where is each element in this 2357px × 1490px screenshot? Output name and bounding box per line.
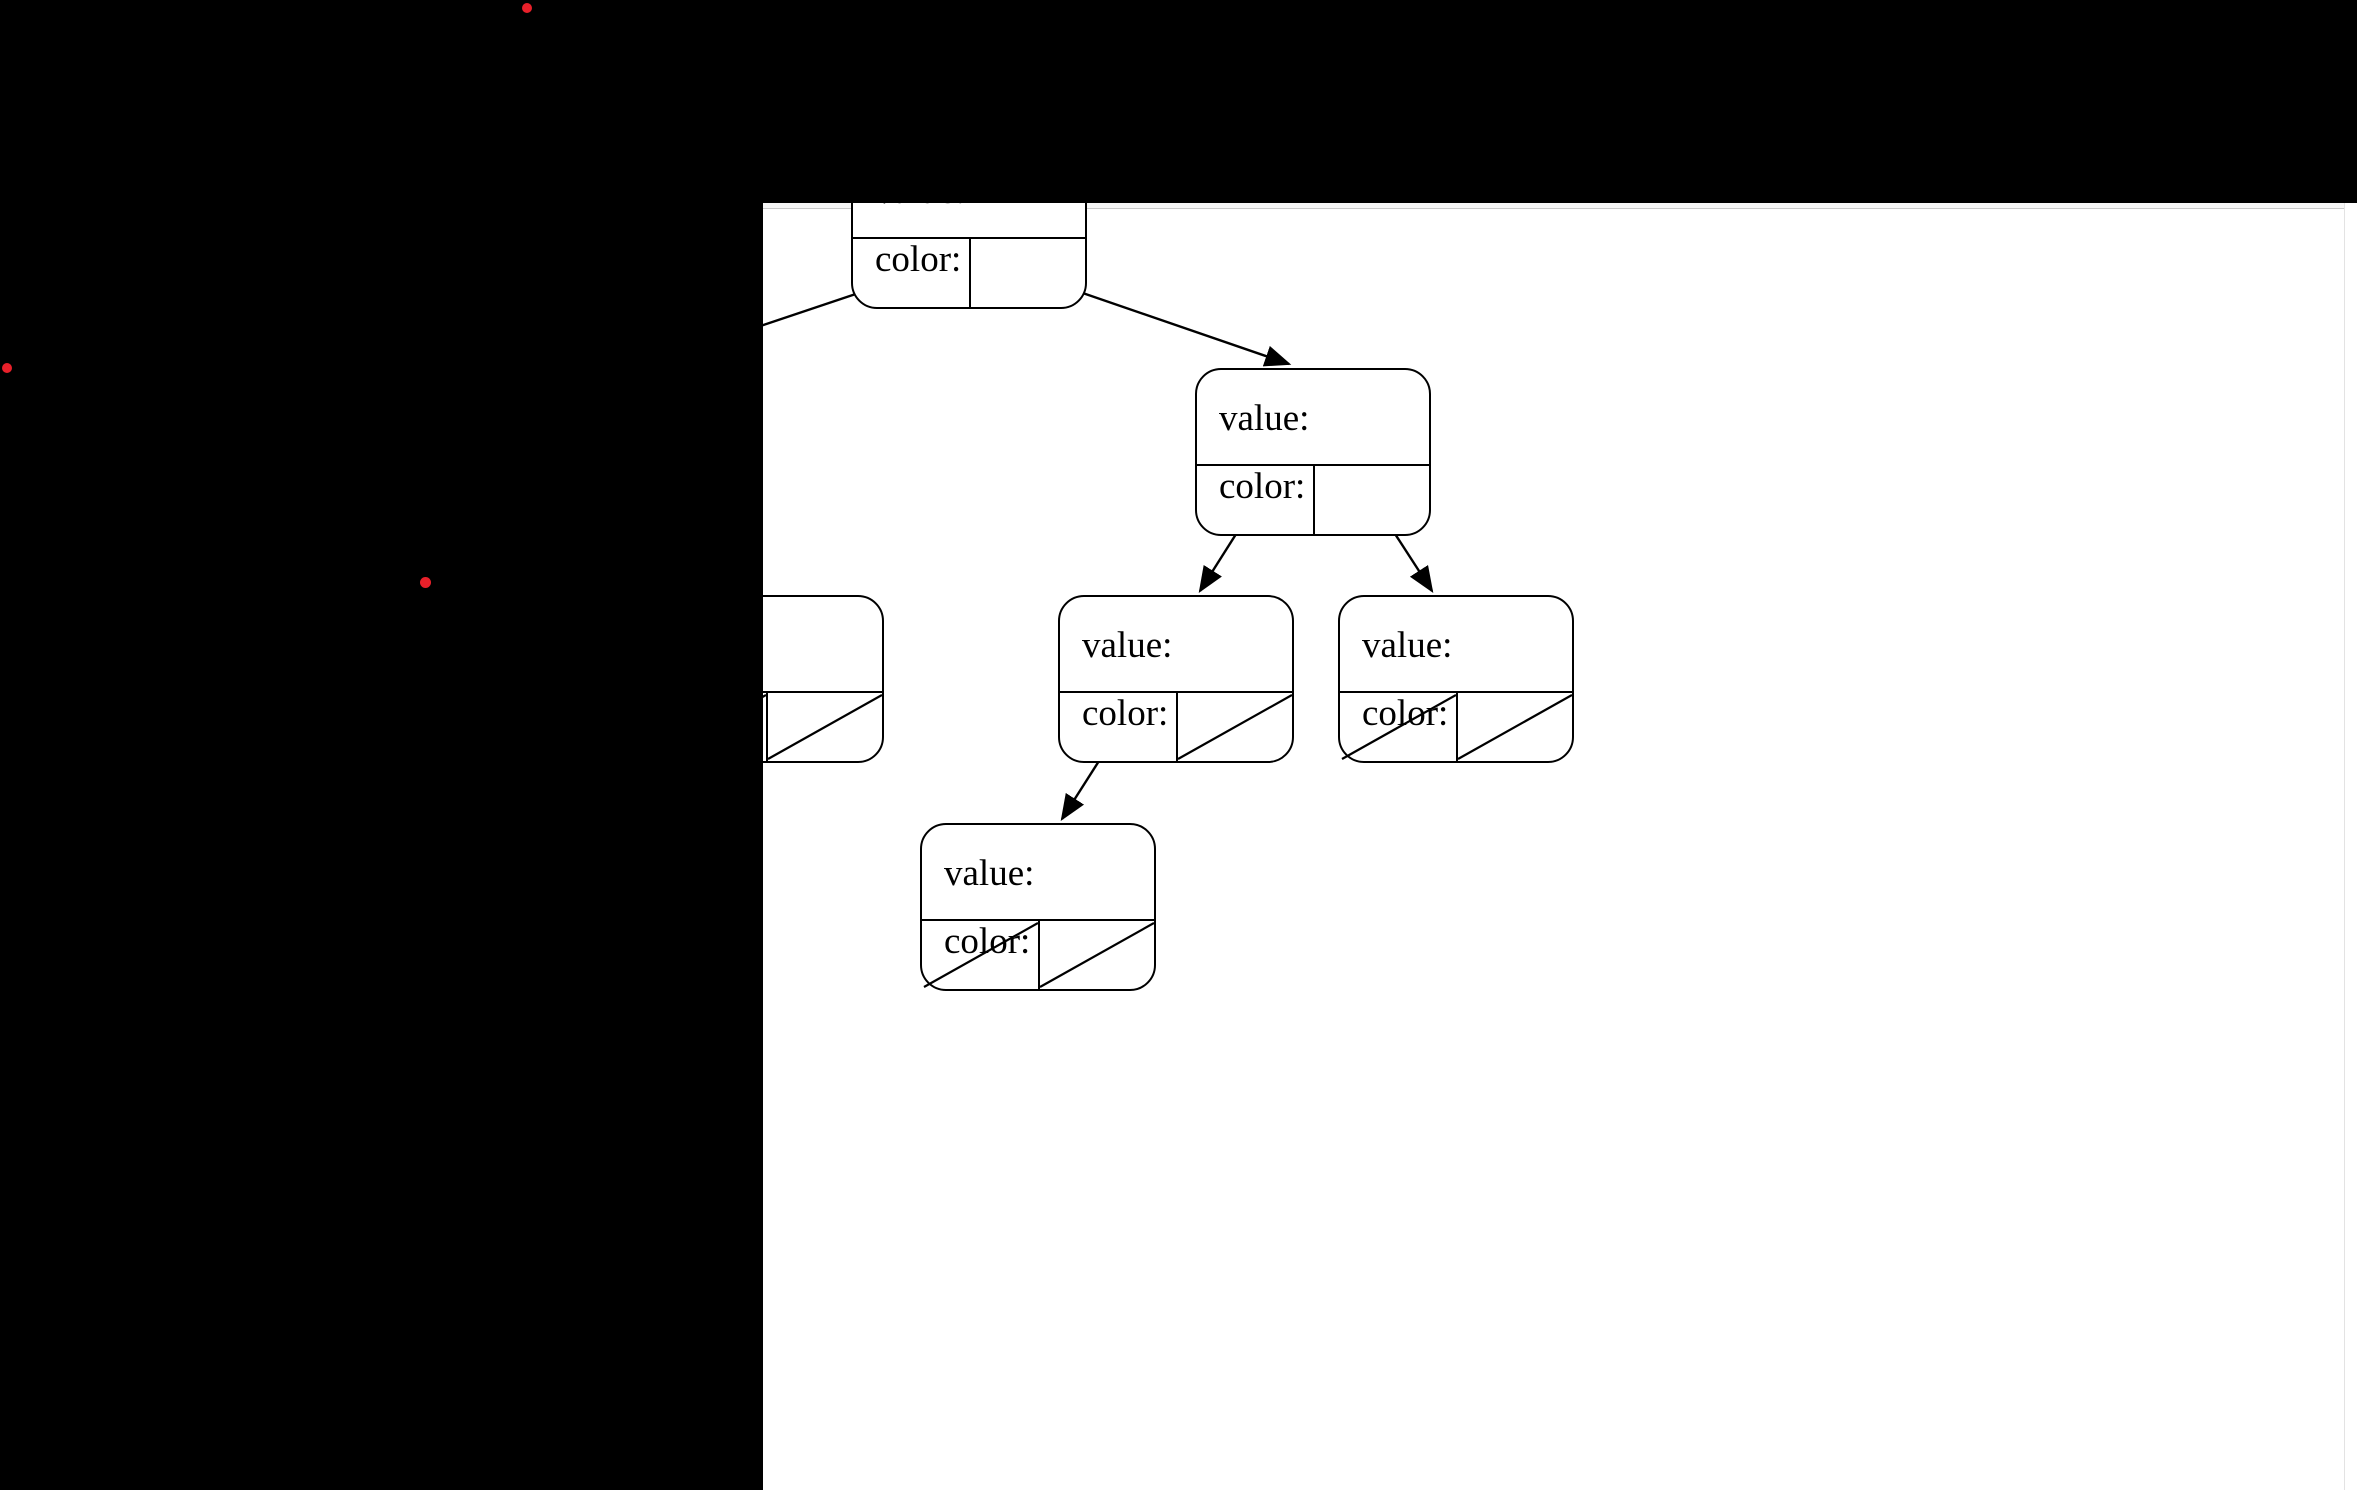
left-pointer-slot[interactable] xyxy=(1197,466,1313,534)
pointer-divider xyxy=(1176,693,1178,761)
node-value-label: value: xyxy=(1219,398,1310,439)
marker-1 xyxy=(522,3,532,13)
node-body: value: color: xyxy=(1197,370,1429,505)
right-pointer-slot[interactable] xyxy=(1313,466,1429,534)
tree-diagram-canvas: value: color: value: color: value: color: valu… xyxy=(763,203,2357,1490)
pointer-divider xyxy=(766,693,768,761)
node-value-label: value: xyxy=(944,853,1035,894)
left-pointer-slot[interactable] xyxy=(922,921,1038,989)
tree-node-right-left[interactable]: value: color: xyxy=(1058,595,1294,763)
diagram-panel: value: color: value: color: value: color: valu… xyxy=(763,203,2357,1490)
right-pointer-slot[interactable] xyxy=(1038,921,1154,989)
nil-slash-icon xyxy=(1457,694,1572,760)
tree-node-left-right[interactable]: value:color: xyxy=(763,595,884,763)
right-pointer-slot[interactable] xyxy=(1456,693,1572,761)
node-color-label: color: xyxy=(944,921,1031,962)
left-pointer-slot[interactable] xyxy=(1060,693,1176,761)
nil-slash-icon xyxy=(767,694,882,760)
pointer-divider xyxy=(969,239,971,307)
tree-node-right-left-left[interactable]: value: color: xyxy=(920,823,1156,991)
node-value-label: value: xyxy=(875,203,965,210)
left-pointer-slot[interactable] xyxy=(853,239,969,307)
marker-2 xyxy=(2,363,12,373)
tree-node-root[interactable]: value: color: xyxy=(851,203,1087,309)
node-color-label: color: xyxy=(1082,693,1169,734)
node-pointer-bar xyxy=(922,919,1154,989)
node-color-label: color: xyxy=(1362,693,1449,734)
left-pointer-slot[interactable] xyxy=(1340,693,1456,761)
node-pointer-bar xyxy=(853,237,1085,307)
node-body: value: color: xyxy=(1340,597,1572,732)
node-pointer-bar xyxy=(1197,464,1429,534)
node-value-label: value: xyxy=(1082,625,1173,666)
node-color-label: color: xyxy=(1219,466,1306,507)
pointer-divider xyxy=(1313,466,1315,534)
node-body: value: color: xyxy=(922,825,1154,960)
node-value-label: value: xyxy=(1362,625,1453,666)
node-body: value: color: xyxy=(1060,597,1292,732)
node-body: value: color: xyxy=(853,203,1085,278)
panel-scrollbar[interactable] xyxy=(2344,203,2357,1490)
tree-node-right[interactable]: value: color: xyxy=(1195,368,1431,536)
node-body: value:color: xyxy=(763,597,882,693)
nil-slash-icon xyxy=(1341,694,1456,760)
node-pointer-bar xyxy=(763,691,882,761)
nil-slash-icon xyxy=(1039,922,1154,988)
pointer-divider xyxy=(1038,921,1040,989)
right-pointer-slot[interactable] xyxy=(766,693,882,761)
marker-3 xyxy=(419,576,431,588)
node-pointer-bar xyxy=(1060,691,1292,761)
right-pointer-slot[interactable] xyxy=(969,239,1085,307)
nil-slash-icon xyxy=(1177,694,1292,760)
tree-node-right-right[interactable]: value: color: xyxy=(1338,595,1574,763)
pointer-divider xyxy=(1456,693,1458,761)
panel-top-strip xyxy=(763,203,2357,209)
nil-slash-icon xyxy=(923,922,1038,988)
right-pointer-slot[interactable] xyxy=(1176,693,1292,761)
node-color-label: color: xyxy=(875,239,962,280)
node-pointer-bar xyxy=(1340,691,1572,761)
